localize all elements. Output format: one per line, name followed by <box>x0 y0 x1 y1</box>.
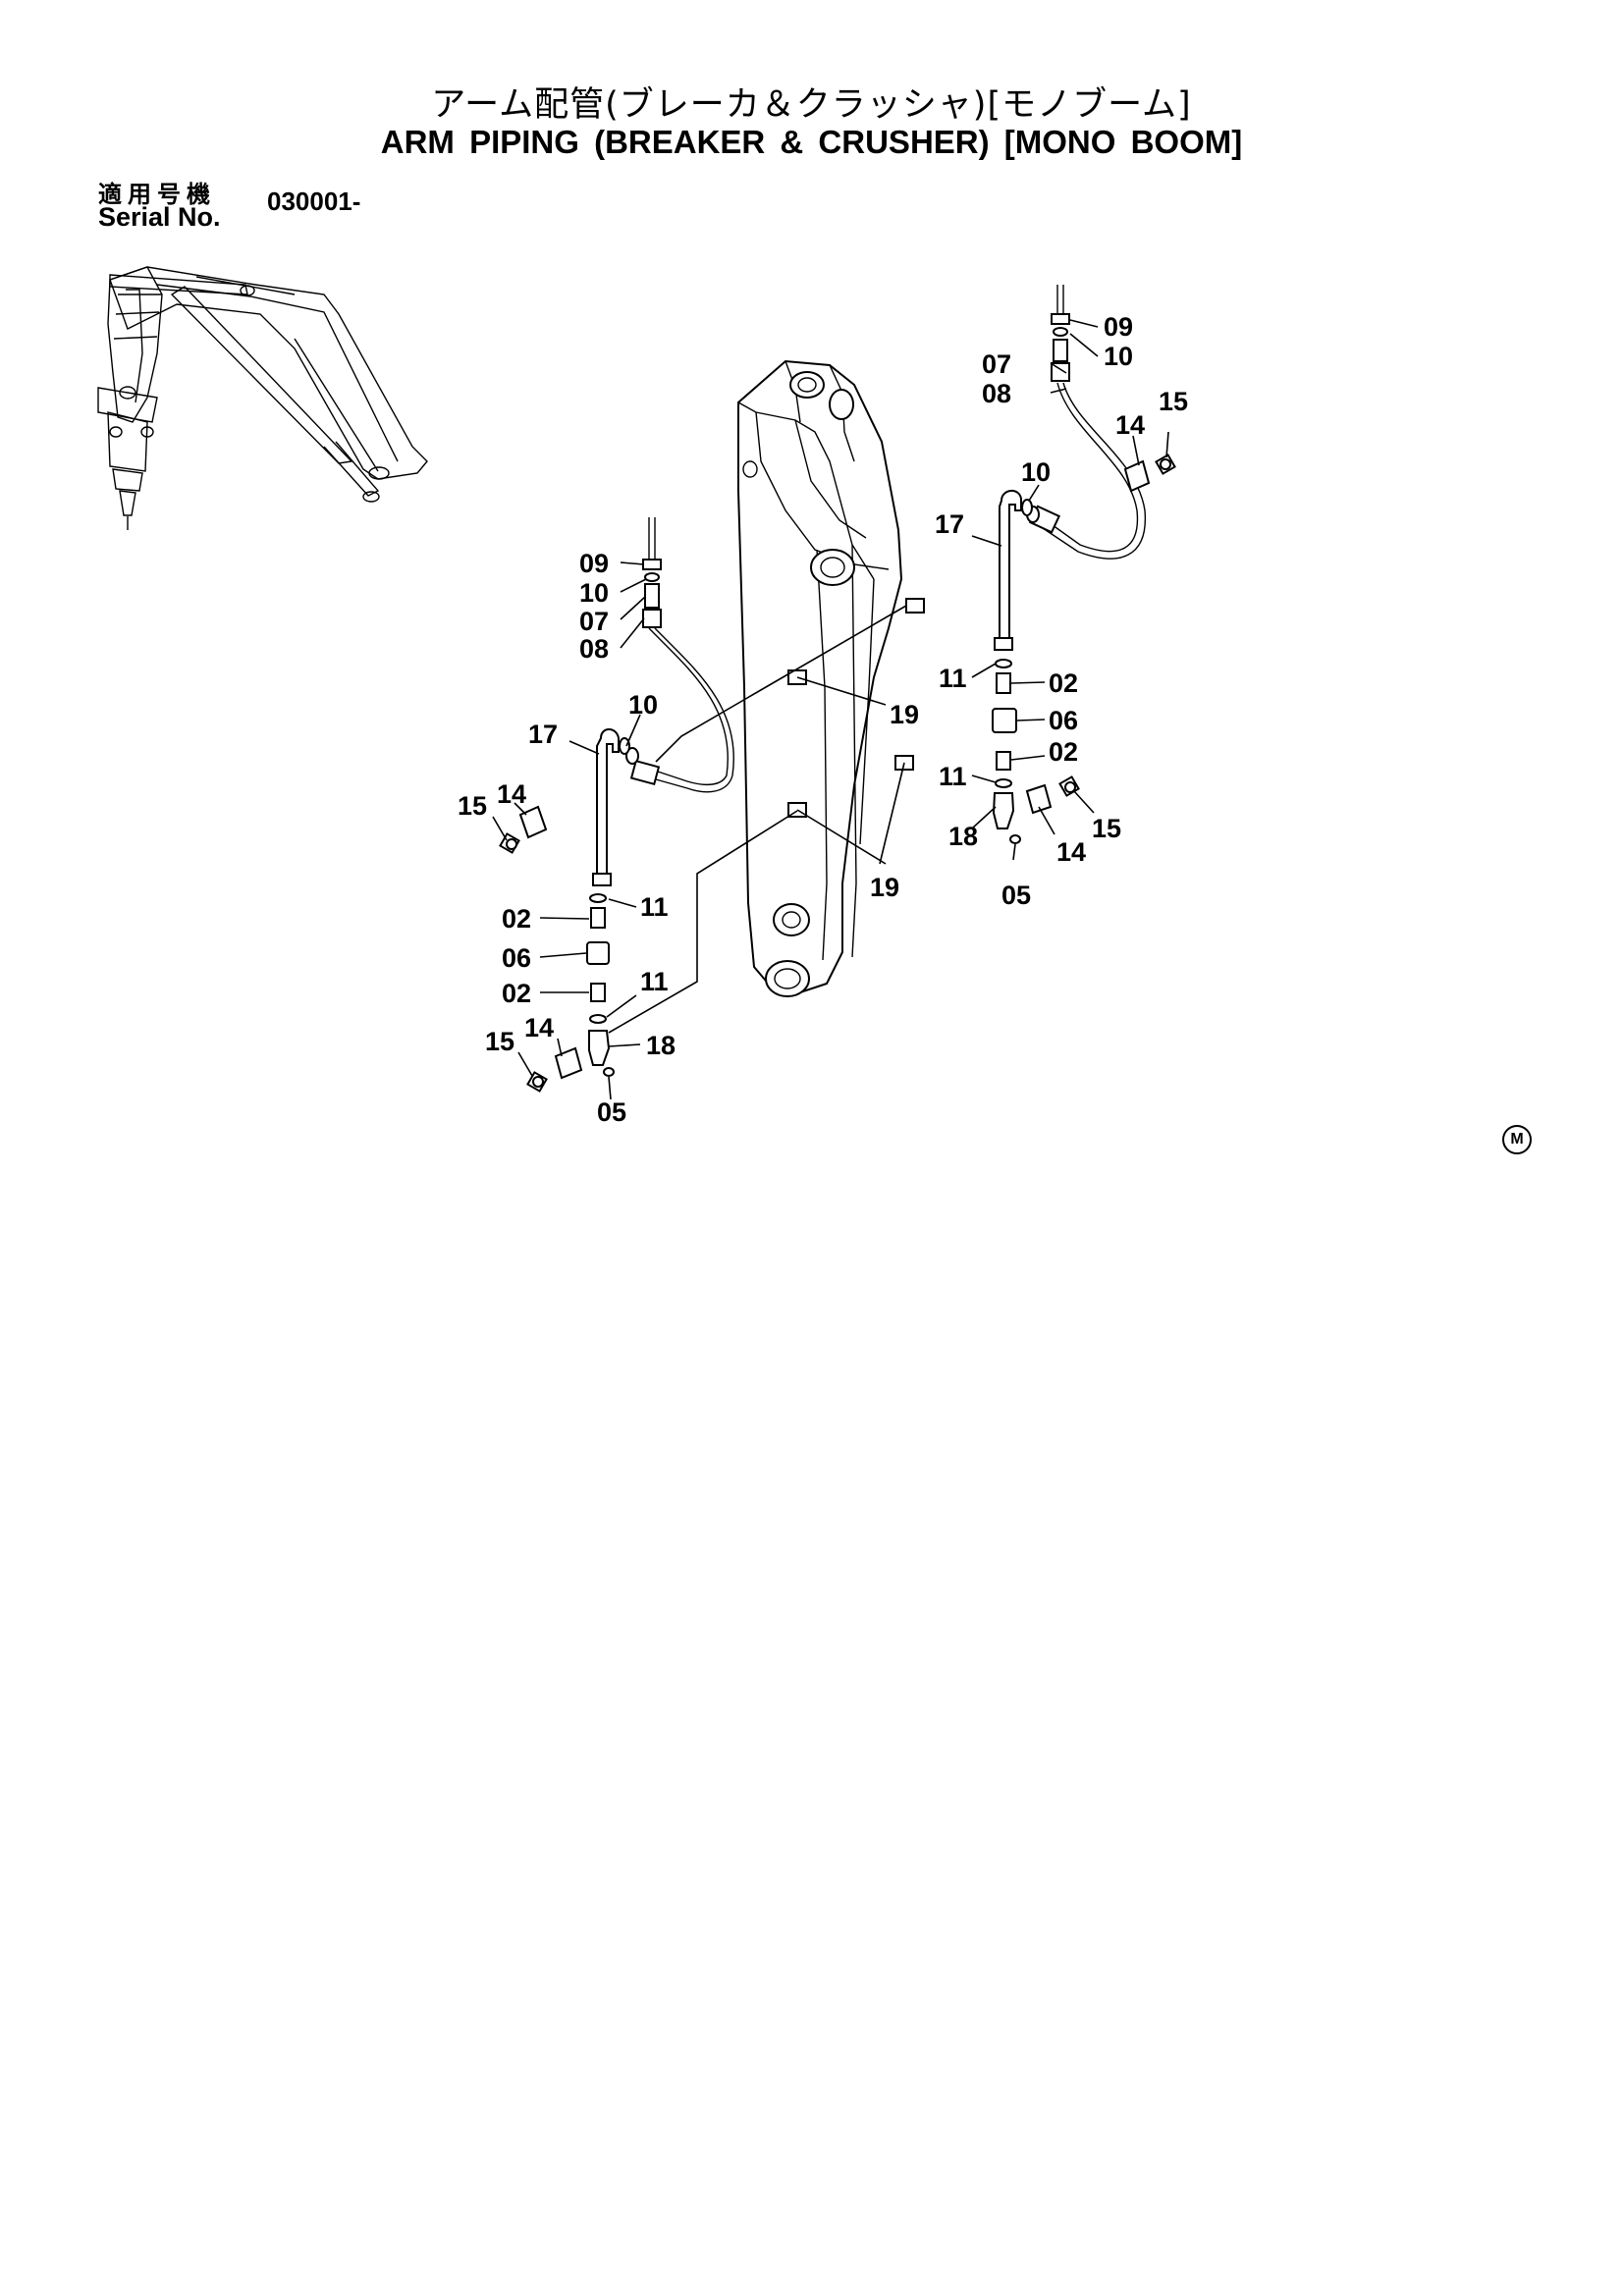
callout-label: 15 <box>1159 387 1188 416</box>
manual-mark-symbol: M <box>1502 1125 1532 1154</box>
callout-label: 05 <box>1001 881 1031 910</box>
callout-label: 10 <box>579 578 609 608</box>
part-callouts: 09 10 07 08 14 15 10 17 11 02 06 11 02 1… <box>458 312 1188 1127</box>
serial-label-japanese: 適用号機 <box>98 181 216 208</box>
callout-label: 11 <box>939 762 967 791</box>
serial-number: 030001- <box>267 187 361 216</box>
page-title: ARM PIPING (BREAKER & CRUSHER) [MONO BOO… <box>380 124 1243 160</box>
callout-label: 15 <box>485 1027 514 1056</box>
callout-label: 08 <box>579 634 609 664</box>
callout-label: 09 <box>579 549 609 578</box>
callout-label: 06 <box>502 943 531 973</box>
callout-label: 15 <box>1092 814 1121 843</box>
callout-label: 06 <box>1049 706 1078 735</box>
right-piping-assembly <box>992 285 1176 844</box>
callout-label: 14 <box>1056 837 1086 867</box>
callout-label: 11 <box>939 664 967 693</box>
callout-label: 10 <box>1104 342 1133 371</box>
callout-label: 19 <box>870 873 899 902</box>
callout-label: 02 <box>1049 737 1078 767</box>
callout-label: 08 <box>982 379 1011 408</box>
callout-label: 14 <box>524 1013 554 1042</box>
callout-label: 18 <box>948 822 978 851</box>
callout-label: 10 <box>1021 457 1051 487</box>
callout-label: 11 <box>640 892 669 922</box>
callout-label: 10 <box>628 690 658 720</box>
callout-label: 07 <box>982 349 1011 379</box>
callout-label: 09 <box>1104 312 1133 342</box>
callout-label: 15 <box>458 791 487 821</box>
callout-label: 14 <box>497 779 526 809</box>
callout-label: 02 <box>1049 668 1078 698</box>
callout-label: 02 <box>502 904 531 934</box>
callout-label: 17 <box>528 720 558 749</box>
leader-lines <box>492 319 1169 1100</box>
callout-label: 17 <box>935 509 964 539</box>
callout-label: 18 <box>646 1031 676 1060</box>
callout-label: 14 <box>1115 410 1145 440</box>
callout-label: 02 <box>502 979 531 1008</box>
left-piping-assembly <box>499 517 734 1093</box>
callout-label: 19 <box>890 700 919 729</box>
serial-label: Serial No. <box>98 202 221 232</box>
callout-label: 05 <box>597 1097 626 1127</box>
page-title-japanese: アーム配管(ブレーカ＆クラッシャ)[モノブーム] <box>431 85 1192 125</box>
callout-label: 07 <box>579 607 609 636</box>
clamp-bracket <box>905 598 925 614</box>
machine-overview-illustration <box>97 266 428 530</box>
callout-label: 11 <box>640 967 669 996</box>
